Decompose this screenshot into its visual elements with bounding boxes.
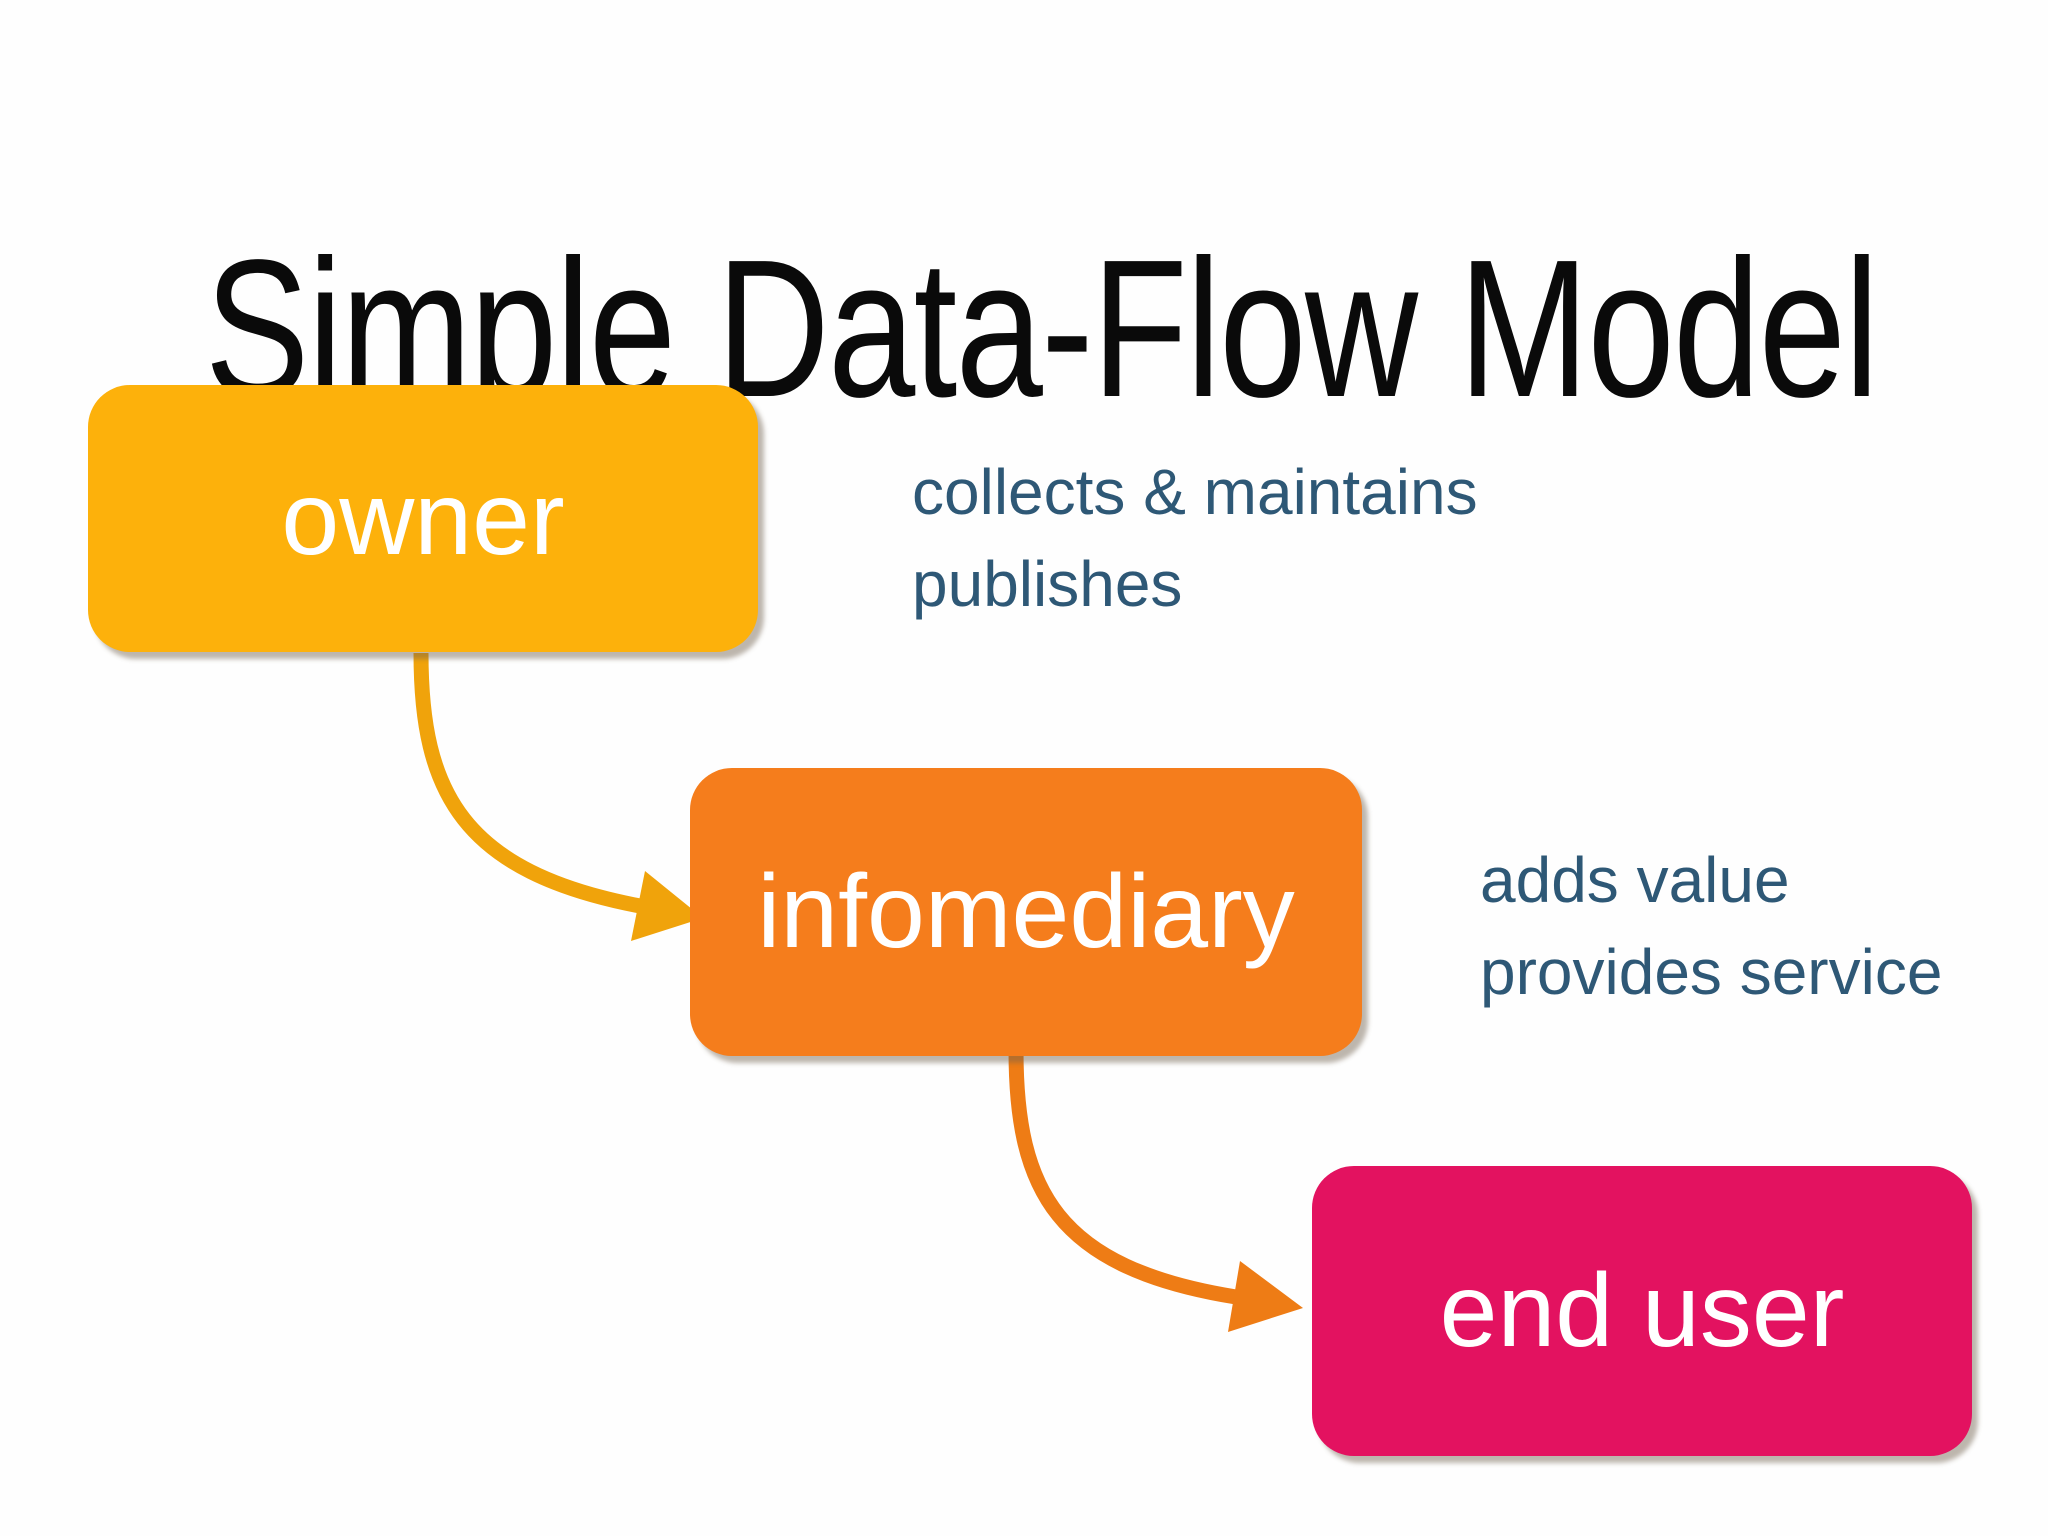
annotation-owner-role-line-2: publishes xyxy=(912,548,1183,620)
node-owner: owner xyxy=(88,385,758,652)
annotation-infomediary-role-line-2: provides service xyxy=(1480,936,1943,1008)
node-infomediary: infomediary xyxy=(690,768,1362,1056)
arrowhead-infomediary-to-end-user-icon xyxy=(1228,1261,1303,1332)
annotation-infomediary-role: adds value provides service xyxy=(1480,834,1942,1018)
node-end-user: end user xyxy=(1312,1166,1972,1456)
arrow-infomediary-to-end-user xyxy=(1008,1049,1238,1305)
annotation-owner-role-line-1: collects & maintains xyxy=(912,456,1478,528)
node-owner-label: owner xyxy=(281,460,565,577)
arrow-owner-to-infomediary xyxy=(413,652,642,914)
arrowhead-owner-to-infomediary-icon xyxy=(631,871,703,941)
node-infomediary-label: infomediary xyxy=(757,854,1295,970)
node-end-user-label: end user xyxy=(1439,1253,1845,1369)
annotation-owner-role: collects & maintains publishes xyxy=(912,446,1478,630)
annotation-infomediary-role-line-1: adds value xyxy=(1480,844,1790,916)
